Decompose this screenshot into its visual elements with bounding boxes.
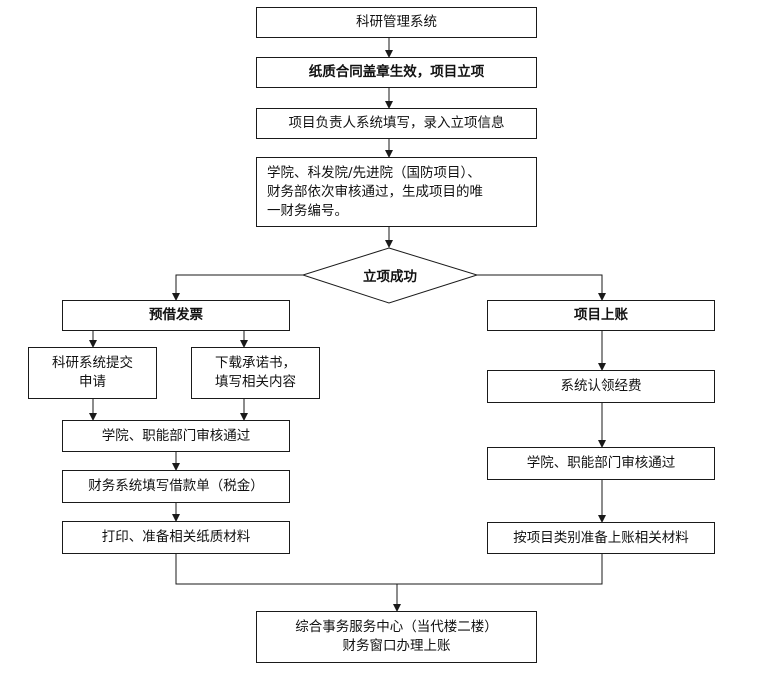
node-prebill-invoice: 预借发票 — [62, 300, 290, 331]
node-left-dept-review: 学院、职能部门审核通过 — [62, 420, 290, 452]
node-submit-application: 科研系统提交 申请 — [28, 347, 157, 399]
decision-diamond — [301, 247, 479, 304]
merge-lines — [175, 554, 603, 585]
node-print-materials: 打印、准备相关纸质材料 — [62, 521, 290, 554]
node-info-entry: 项目负责人系统填写，录入立项信息 — [256, 108, 537, 139]
branch-right — [477, 274, 606, 301]
node-loan-form: 财务系统填写借款单（税金） — [62, 470, 290, 503]
branch-left — [172, 274, 303, 301]
node-account-materials: 按项目类别准备上账相关材料 — [487, 522, 715, 554]
node-contract-approval: 纸质合同盖章生效，项目立项 — [256, 57, 537, 88]
node-claim-funds: 系统认领经费 — [487, 370, 715, 403]
node-service-center: 综合事务服务中心（当代楼二楼） 财务窗口办理上账 — [256, 611, 537, 663]
node-research-system: 科研管理系统 — [256, 7, 537, 38]
decision-label: 立项成功 — [363, 269, 417, 285]
node-download-pledge: 下载承诺书， 填写相关内容 — [191, 347, 320, 399]
node-review-numbering: 学院、科发院/先进院（国防项目）、 财务部依次审核通过，生成项目的唯 一财务编号… — [256, 157, 537, 227]
node-project-account: 项目上账 — [487, 300, 715, 331]
node-right-dept-review: 学院、职能部门审核通过 — [487, 447, 715, 480]
